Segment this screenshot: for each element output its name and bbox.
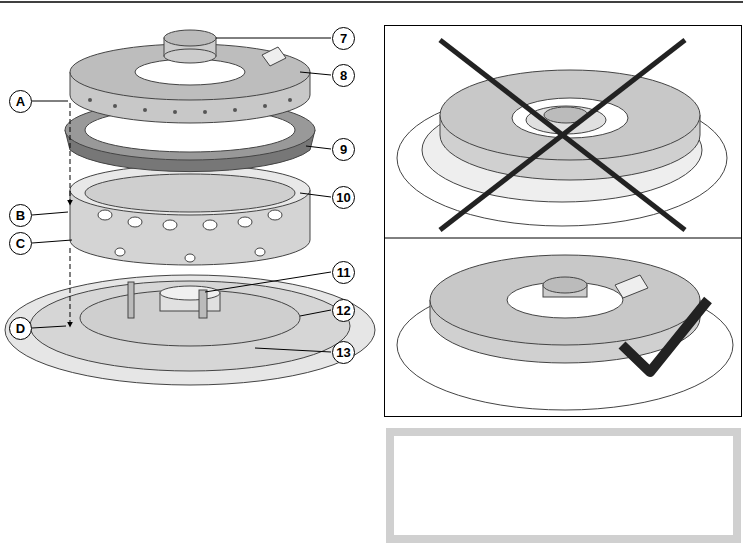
- callout-number: D: [9, 317, 32, 340]
- callout-number: 9: [332, 138, 355, 161]
- callout-number: A: [9, 90, 32, 113]
- callout-number: 10: [332, 186, 355, 209]
- callout-number: B: [9, 204, 32, 227]
- callout-number: 11: [332, 261, 355, 284]
- callout-number: 12: [332, 299, 355, 322]
- callout-number: 8: [332, 64, 355, 87]
- callout-number: 7: [332, 27, 355, 50]
- callout-number: C: [9, 232, 32, 255]
- callout-number: 13: [332, 341, 355, 364]
